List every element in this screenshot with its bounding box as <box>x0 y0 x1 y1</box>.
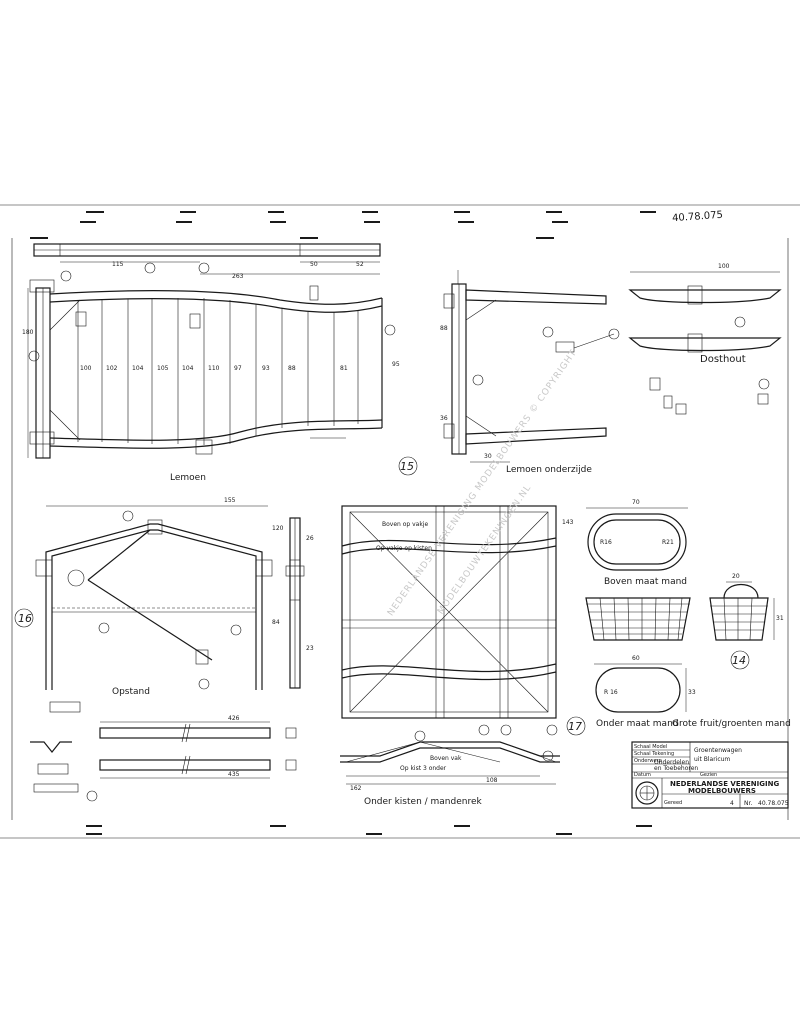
dim-mand2-h: 31 <box>776 615 784 622</box>
tb-label-onderwerp: Onderwerp <box>634 758 662 764</box>
dim-mand1-r2: R21 <box>662 539 674 546</box>
view-label-onder-maat-mand: Onder maat mand <box>596 719 679 729</box>
lemoen-cell-2: 102 <box>106 365 118 372</box>
lemoen-top-view: 115 263 50 52 <box>33 243 381 282</box>
rek-annotation-2: Op vakje op kisten <box>376 545 432 552</box>
rails-detail: 426 435 <box>30 701 297 802</box>
drawing-number: 40.78.075 <box>672 210 724 225</box>
lemoen-frame: 100 102 104 105 104 110 97 93 88 81 180 … <box>22 279 400 483</box>
dim-rek-w: 108 <box>486 777 498 784</box>
lemoen-cell-9: 88 <box>288 365 296 372</box>
dim-mand1-r1: R16 <box>600 539 612 546</box>
dosthout-view: 100 Dosthout <box>628 263 782 415</box>
side-post-view: 120 26 23 <box>272 517 314 689</box>
lemoen-cell-3: 104 <box>132 365 144 372</box>
boven-maat-mand-view: 70 R16 R21 Boven maat mand <box>586 499 688 587</box>
tb-sheet-2: en Toebehoren <box>654 765 698 772</box>
dim-rail-a: 426 <box>228 715 240 722</box>
tb-sheet-no: 4 <box>730 800 734 807</box>
tb-label-gezien: Gezien <box>700 772 717 778</box>
tb-label-gereed: Gereed <box>664 800 682 806</box>
view-number-15: 15 <box>400 460 414 473</box>
tb-subject-2: uit Blaricum <box>694 756 730 763</box>
dim-lemoen-r: 95 <box>392 361 400 368</box>
mandenrek-view: Boven op vakje Op vakje op kisten 143 17 <box>341 505 586 736</box>
dim-rek-h: 143 <box>562 519 574 526</box>
onder-maat-mand-view: 60 R 16 33 Onder maat mand Grote fruit/g… <box>594 655 791 729</box>
tb-label-schaal-tekening: Schaal Tekening <box>634 751 674 757</box>
dim-mand3-r: R 16 <box>604 689 618 696</box>
view-label-opstand: Opstand <box>112 687 150 697</box>
tb-label-datum: Datum <box>634 772 651 778</box>
copyright-watermark: NEDERLANDSE VERENIGING MODELBOUWERS © CO… <box>386 348 579 618</box>
basket-small-side: 20 31 14 <box>709 573 784 670</box>
tb-org-line-2: MODELBOUWERS <box>688 787 756 795</box>
view-number-16: 16 <box>18 612 32 625</box>
lemoen-cell-10: 81 <box>340 365 348 372</box>
view-label-onder-kisten: Onder kisten / mandenrek <box>364 797 483 807</box>
dim-side-b: 26 <box>306 535 314 542</box>
dim-rek-bot: 162 <box>350 785 362 792</box>
nvm-logo <box>635 781 659 805</box>
lemoen-cell-6: 110 <box>208 365 220 372</box>
dim-mand1-w: 70 <box>632 499 640 506</box>
lemoen-cell-7: 97 <box>234 365 242 372</box>
view-number-17: 17 <box>568 720 582 733</box>
dim-top-a: 115 <box>112 261 124 268</box>
dim-mand2-w: 20 <box>732 573 740 580</box>
dim-mand3-w: 60 <box>632 655 640 662</box>
dim-top-b: 263 <box>232 273 244 280</box>
copyright-watermark-url: MODELBOUWTEKENINGEN.NL <box>436 483 534 616</box>
lemoen-cell-5: 104 <box>182 365 194 372</box>
dim-side-c: 23 <box>306 645 314 652</box>
opstand-view: 155 84 16 Opstand <box>14 497 280 697</box>
lemoen-onderzijde-view: 88 36 30 15 Lemoen onderzijde <box>398 270 620 476</box>
bottom-tick-marks <box>86 825 652 835</box>
lemoen-cell-1: 100 <box>80 365 92 372</box>
dim-top-c: 50 <box>310 261 318 268</box>
dim-side-a: 120 <box>272 525 284 532</box>
lemoen-cell-4: 105 <box>157 365 169 372</box>
dim-rail-b: 435 <box>228 771 240 778</box>
tb-label-schaal-model: Schaal Model <box>634 744 667 750</box>
title-block: Schaal Model Schaal Tekening Onderwerp G… <box>631 741 789 809</box>
dim-opstand-h: 84 <box>272 619 280 626</box>
tb-number-label: Nr. <box>744 800 752 807</box>
lemoen-boards <box>77 298 359 445</box>
top-tick-marks <box>30 211 656 239</box>
tb-subject-1: Groentenwagen <box>694 747 742 754</box>
rek-annotation-1: Boven op vakje <box>382 521 428 528</box>
tb-org-line-1: NEDERLANDSE VERENIGING <box>670 780 779 788</box>
tb-sheet-1: Onderdelen <box>654 759 689 766</box>
rek-annotation-4: Op kist 3 onder <box>400 765 447 772</box>
view-label-lemoen: Lemoen <box>170 473 206 483</box>
dim-onderzijde-w: 30 <box>484 453 492 460</box>
view-label-boven-maat-mand: Boven maat mand <box>604 577 687 587</box>
tb-number: 40.78.075 <box>758 800 789 807</box>
dim-top-d: 52 <box>356 261 364 268</box>
mandenrek-side-view: Boven vak Op kist 3 onder 108 162 Onder … <box>340 730 560 807</box>
view-label-grote-mand: Grote fruit/groenten mand <box>672 719 791 729</box>
dim-dosthout-w: 100 <box>718 263 730 270</box>
view-label-lemoen-onderzijde: Lemoen onderzijde <box>506 465 592 475</box>
dim-opstand-w: 155 <box>224 497 236 504</box>
sheet-frame <box>0 204 800 839</box>
dim-onderzijde-b: 36 <box>440 415 448 422</box>
basket-large-side <box>585 597 691 641</box>
rek-annotation-3: Boven vak <box>430 755 462 762</box>
dim-mand3-h: 33 <box>688 689 696 696</box>
dim-onderzijde-h: 88 <box>440 325 448 332</box>
view-label-dosthout: Dosthout <box>700 354 746 365</box>
view-number-14: 14 <box>732 654 746 667</box>
lemoen-cell-8: 93 <box>262 365 270 372</box>
